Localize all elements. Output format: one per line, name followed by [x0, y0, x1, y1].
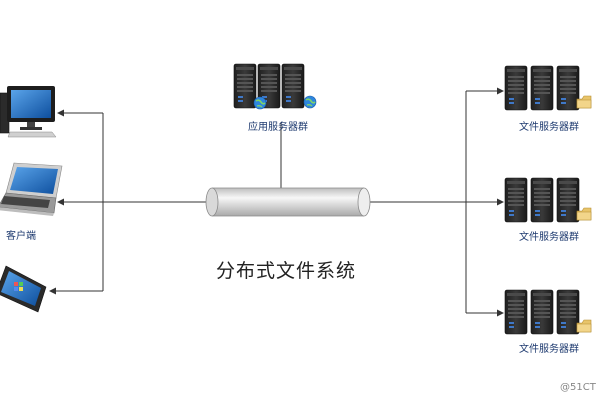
server-folder-icon [504, 65, 592, 111]
server-folder-icon [504, 289, 592, 335]
server-folder-icon [504, 177, 592, 223]
desktop-computer-icon [0, 86, 57, 138]
server-globe-icon [233, 63, 317, 110]
network-pipe-icon [205, 187, 371, 217]
app-server-label: 应用服务器群 [248, 122, 308, 133]
connection-lines [49, 87, 504, 317]
watermark: @51CT [560, 382, 596, 393]
laptop-icon [0, 162, 63, 216]
tablet-icon [0, 265, 47, 313]
file-server-label: 文件服务器群 [519, 122, 579, 133]
diagram-title: 分布式文件系统 [216, 260, 357, 282]
file-server-label: 文件服务器群 [519, 344, 579, 355]
file-server-label: 文件服务器群 [519, 232, 579, 243]
client-label: 客户端 [6, 231, 36, 242]
